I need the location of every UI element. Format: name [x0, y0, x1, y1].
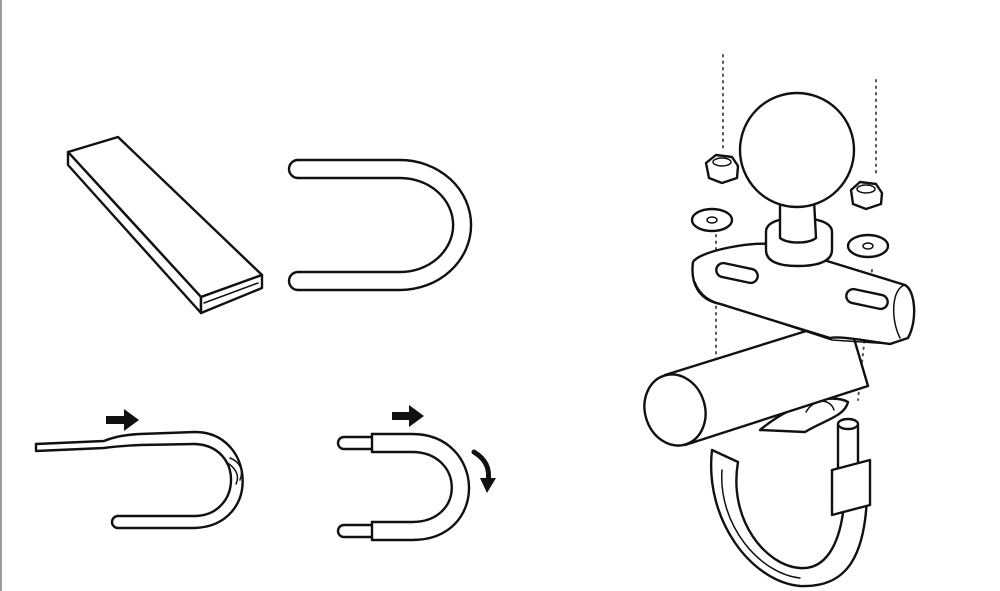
tapered-u-bolt-icon	[34, 430, 244, 530]
threaded-u-bolt-icon	[336, 432, 471, 542]
curved-down-arrow-icon	[471, 449, 496, 493]
right-arrow-icon	[392, 405, 424, 427]
edge-border	[0, 0, 2, 591]
u-bolt-icon	[287, 158, 473, 292]
flat-bar-stock-icon	[66, 135, 264, 315]
ball-mount-assembly-icon	[643, 54, 916, 588]
right-arrow-icon	[106, 409, 139, 431]
